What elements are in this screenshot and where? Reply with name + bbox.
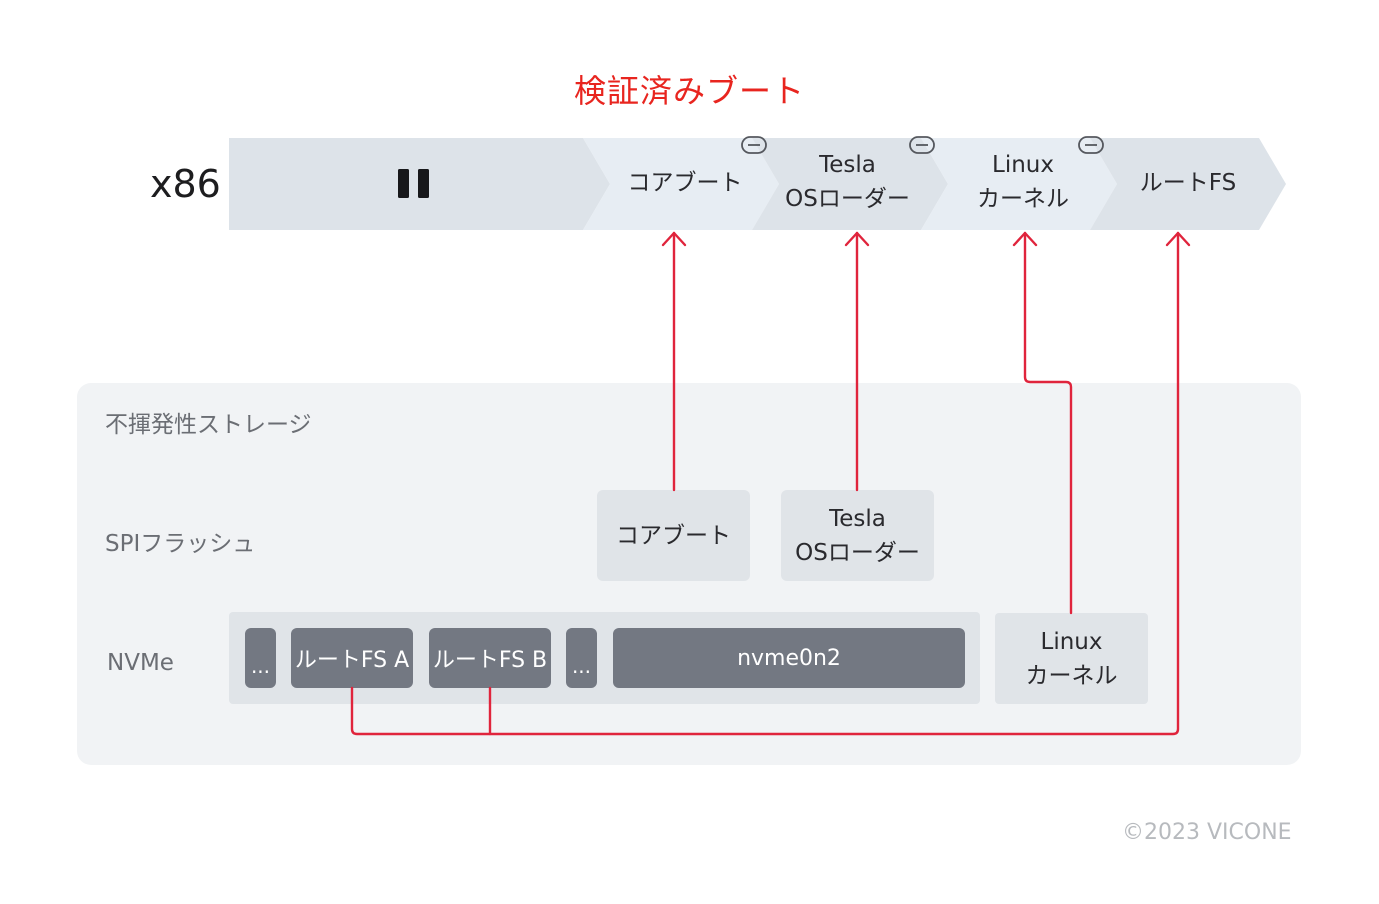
- arrowhead-kernel: [1012, 231, 1038, 247]
- kernel-stage-shape: [921, 138, 1117, 230]
- arrowhead-osloader: [844, 231, 870, 247]
- stage-rootfs-line1: ルートFS: [1139, 170, 1237, 196]
- partition-ellipsis: ...: [245, 628, 276, 688]
- stage-osloader-line2: OSローダー: [785, 186, 910, 212]
- stage-kernel-line2: カーネル: [977, 186, 1069, 212]
- pause-icon: [398, 169, 429, 198]
- chain-link-icon: [909, 136, 935, 154]
- partition-nvme0n2: nvme0n2: [613, 628, 965, 688]
- arrowhead-rootfs: [1165, 231, 1191, 247]
- stage-osloader: Tesla OSローダー: [770, 148, 925, 216]
- stage-coreboot-line1: コアブート: [627, 170, 743, 196]
- nvme-label: NVMe: [107, 650, 174, 676]
- stage-osloader-line1: Tesla: [819, 152, 876, 178]
- partition-rootfs-b: ルートFS B: [429, 628, 551, 688]
- stage-kernel: Linux カーネル: [948, 148, 1098, 216]
- arrow-kernel: [1023, 231, 1073, 615]
- stage-coreboot: コアブート: [610, 166, 760, 200]
- partition-rootfs-a: ルートFS A: [291, 628, 413, 688]
- x86-label: x86: [150, 162, 221, 206]
- nvme-kernel-line1: Linux: [1040, 628, 1103, 655]
- stage-rootfs: ルートFS: [1113, 166, 1263, 200]
- nvme-kernel-box: Linux カーネル: [995, 613, 1148, 704]
- nvme-kernel-line2: カーネル: [1025, 662, 1118, 689]
- spi-osloader-box: Tesla OSローダー: [781, 490, 934, 581]
- coreboot-stage-shape: [583, 138, 779, 230]
- spi-coreboot-box: コアブート: [597, 490, 750, 581]
- arrowhead-coreboot: [661, 231, 687, 247]
- osloader-stage-shape: [752, 138, 948, 230]
- spi-osloader-line1: Tesla: [829, 505, 886, 532]
- chain-link-icon: [741, 136, 767, 154]
- chain-link-icon: [1078, 136, 1104, 154]
- diagram-title: 検証済みブート: [573, 72, 805, 110]
- copyright-text: ©2023 VICONE: [1122, 820, 1292, 845]
- spi-coreboot-label: コアブート: [616, 522, 731, 549]
- rootfs-stage-shape: [1090, 138, 1286, 230]
- spi-label: SPIフラッシュ: [105, 531, 256, 557]
- spi-osloader-line2: OSローダー: [795, 539, 920, 566]
- storage-title: 不揮発性ストレージ: [105, 412, 312, 438]
- arrow-rootfs: [350, 231, 1180, 736]
- stage-kernel-line1: Linux: [992, 152, 1054, 178]
- partition-ellipsis: ...: [566, 628, 597, 688]
